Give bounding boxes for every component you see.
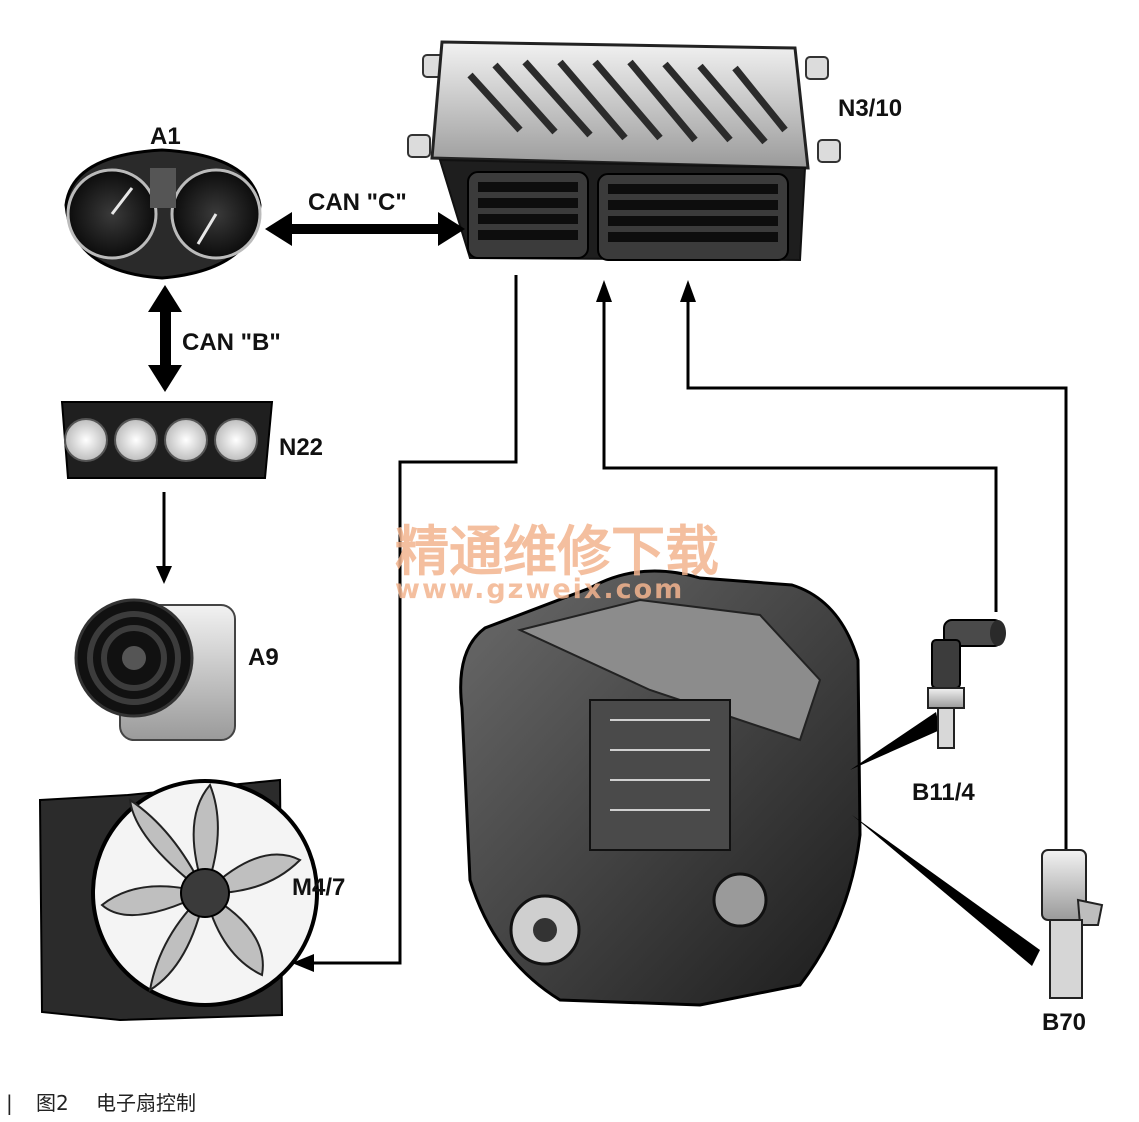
watermark-url: www.gzweix.com	[395, 574, 684, 605]
compressor-label: A9	[248, 644, 279, 671]
coolant-arrowhead	[596, 280, 612, 302]
ac-compressor-a9	[74, 598, 236, 741]
instrument-cluster-a1	[64, 148, 262, 280]
b70-pointer	[852, 815, 1040, 966]
can-b-arrow	[148, 285, 182, 392]
coolant-temp-sensor-b11-4	[927, 619, 1006, 749]
n22-to-a9-arrow	[156, 492, 172, 584]
engine	[459, 569, 862, 1007]
fan-arrowhead	[292, 954, 314, 972]
ecu-n3-10	[407, 40, 841, 262]
b11-4-pointer	[850, 712, 940, 770]
ecu-to-fan-line	[312, 275, 518, 965]
figure-title: 电子扇控制	[96, 1091, 196, 1115]
pressure-sensor-line	[686, 300, 1068, 850]
figure-number: 图2	[36, 1091, 69, 1115]
can-c-arrow	[265, 212, 465, 246]
can-c-label: CAN "C"	[308, 189, 407, 216]
fan-label: M4/7	[292, 874, 345, 901]
cluster-label: A1	[150, 123, 181, 150]
watermark-title: 精通维修下载	[395, 520, 719, 583]
coolant-sensor-line	[602, 300, 998, 612]
sam-label: N22	[279, 434, 323, 461]
pressure-sensor-b70	[1041, 849, 1104, 999]
pressure-sensor-label: B70	[1042, 1009, 1086, 1036]
ecu-label: N3/10	[838, 95, 902, 122]
pressure-arrowhead	[680, 280, 696, 302]
cooling-fan-m4-7	[38, 778, 319, 1022]
control-panel-n22	[60, 401, 274, 479]
can-b-label: CAN "B"	[182, 329, 281, 356]
coolant-sensor-label: B11/4	[912, 779, 975, 806]
caption-mark: |	[6, 1091, 13, 1115]
